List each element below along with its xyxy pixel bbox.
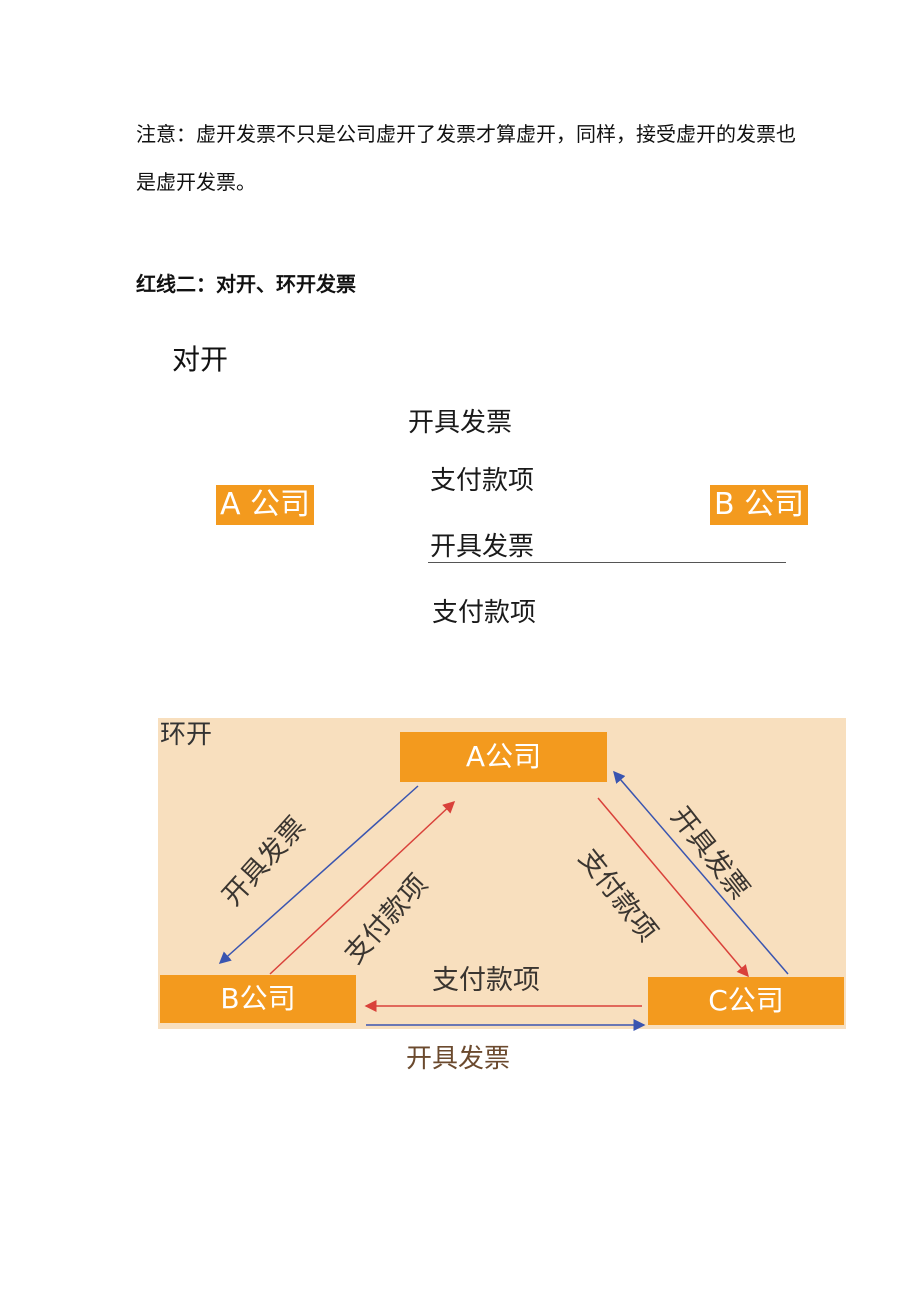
node-company-a: A公司 — [400, 732, 607, 782]
mutual-label-4: 支付款项 — [432, 598, 537, 628]
mutual-title: 对开 — [172, 343, 229, 376]
arrow-c-to-a — [613, 770, 789, 975]
arrow-a-to-b — [218, 785, 419, 964]
node-company-c: C公司 — [648, 977, 844, 1025]
arrows-layer — [218, 770, 789, 1031]
mutual-label-1: 开具发票 — [408, 408, 513, 438]
node-company-b: B公司 — [160, 975, 356, 1023]
circular-diagram: 环开 A公司 B公司 C公司 开具发票 支付款项 支付款项 开具发票 支付款项 — [158, 718, 846, 1031]
section-heading: 红线二：对开、环开发票 — [136, 272, 356, 296]
circular-title: 环开 — [160, 720, 213, 750]
label-c-to-b: 支付款项 — [432, 965, 540, 996]
mutual-label-2: 支付款项 — [430, 466, 535, 496]
note-paragraph: 注意：虚开发票不只是公司虚开了发票才算虚开，同样，接受虚开的发票也是虚开发票。 — [136, 122, 796, 194]
mutual-company-a: A 公司 — [216, 485, 315, 525]
arrow-b-to-a — [269, 800, 456, 975]
label-b-to-c: 开具发票 — [406, 1044, 511, 1074]
mutual-company-b: B 公司 — [710, 485, 809, 525]
mutual-label-3: 开具发票 — [430, 532, 535, 562]
divider-line — [428, 562, 786, 563]
arrow-a-to-c — [597, 797, 749, 978]
